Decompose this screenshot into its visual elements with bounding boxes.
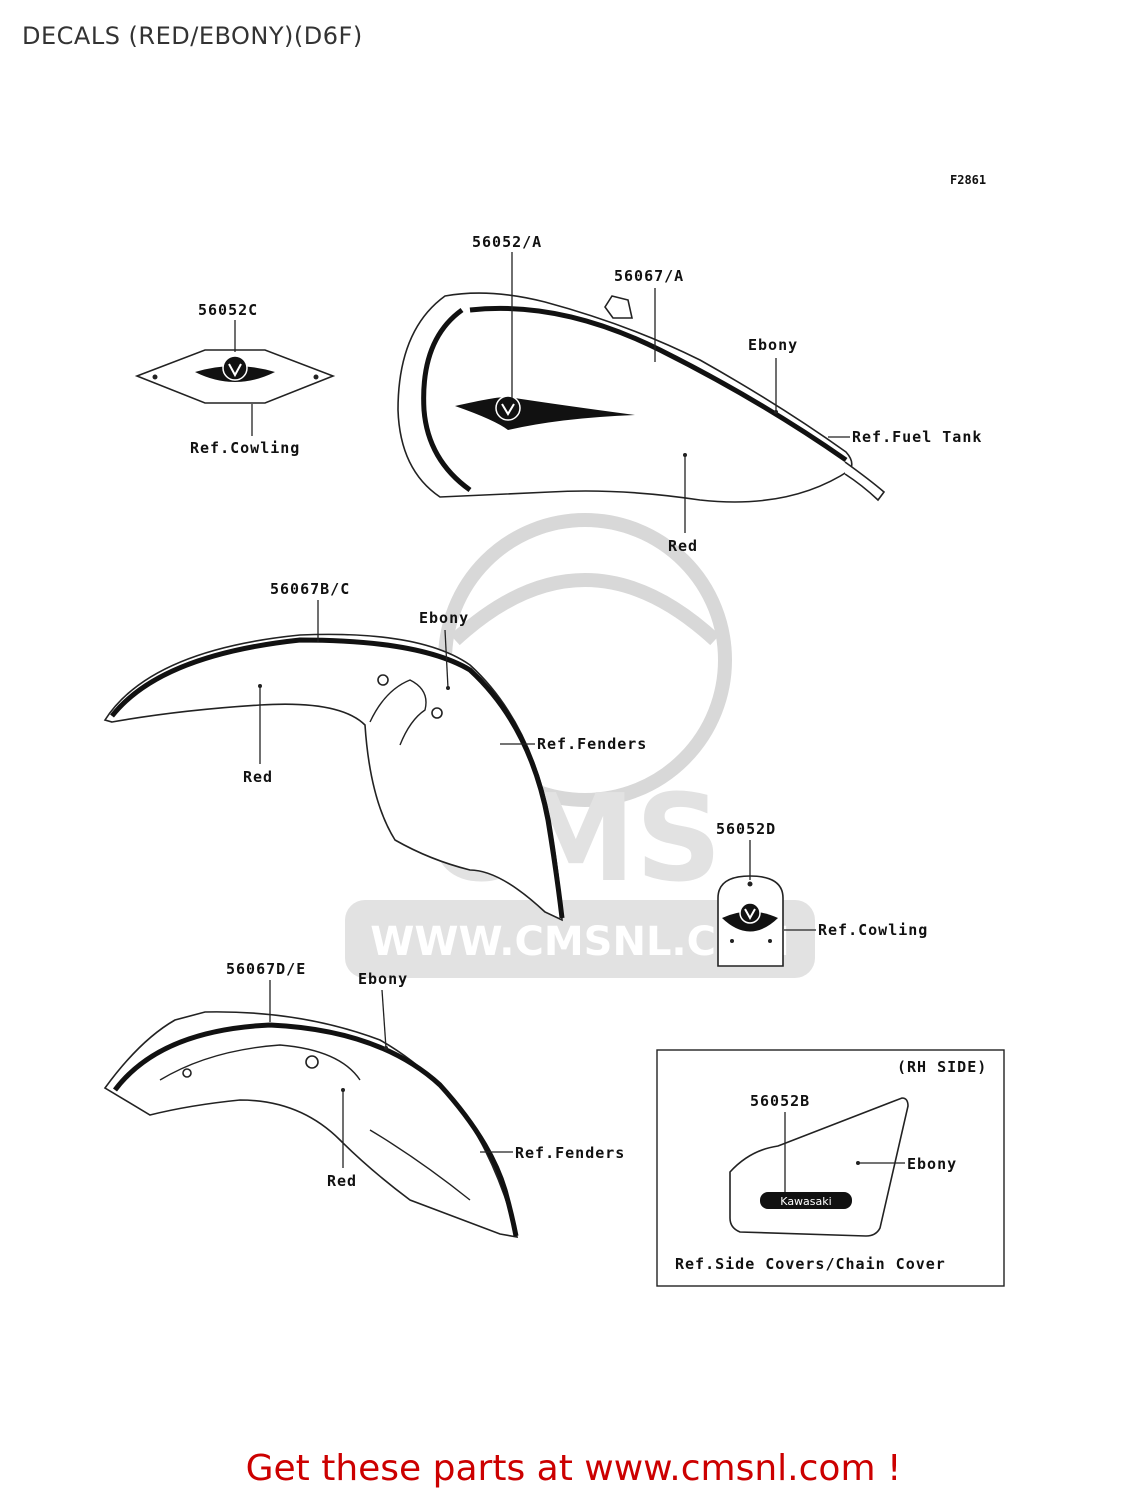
footer-link[interactable]: Get these parts at www.cmsnl.com ! bbox=[245, 1448, 902, 1489]
label-tank-red: Red bbox=[668, 537, 698, 555]
cowling-emblem-d bbox=[717, 875, 784, 967]
label-ref-fenders-rear: Ref.Fenders bbox=[515, 1144, 625, 1162]
label-rear-ebony: Ebony bbox=[358, 970, 408, 988]
label-56067a: 56067/A bbox=[614, 267, 684, 285]
label-rear-red: Red bbox=[327, 1172, 357, 1190]
cowling-emblem-c bbox=[134, 349, 336, 404]
page-title: DECALS (RED/EBONY)(D6F) bbox=[22, 22, 363, 50]
label-56052b: 56052B bbox=[750, 1092, 810, 1110]
rear-fender bbox=[103, 1011, 519, 1239]
label-ref-fenders-front: Ref.Fenders bbox=[537, 735, 647, 753]
front-fender bbox=[103, 633, 565, 922]
label-56052c: 56052C bbox=[198, 301, 258, 319]
label-56052a: 56052/A bbox=[472, 233, 542, 251]
watermark-banner bbox=[345, 900, 815, 978]
fuel-tank bbox=[397, 292, 886, 503]
side-cover: Kawasaki bbox=[729, 1097, 909, 1237]
label-56067de: 56067D/E bbox=[226, 960, 306, 978]
label-ref-fuel-tank: Ref.Fuel Tank bbox=[852, 428, 982, 446]
kawasaki-badge bbox=[760, 1192, 852, 1209]
label-front-ebony: Ebony bbox=[419, 609, 469, 627]
label-tank-ebony: Ebony bbox=[748, 336, 798, 354]
label-front-red: Red bbox=[243, 768, 273, 786]
label-ref-side-covers: Ref.Side Covers/Chain Cover bbox=[675, 1255, 946, 1273]
label-56067bc: 56067B/C bbox=[270, 580, 350, 598]
label-56052d: 56052D bbox=[716, 820, 776, 838]
label-ref-cowling-c: Ref.Cowling bbox=[190, 439, 300, 457]
label-side-ebony: Ebony bbox=[907, 1155, 957, 1173]
kawasaki-badge-text: Kawasaki bbox=[780, 1195, 831, 1208]
label-ref-cowling-d: Ref.Cowling bbox=[818, 921, 928, 939]
label-rh-side: (RH SIDE) bbox=[897, 1058, 987, 1076]
figure-code: F2861 bbox=[950, 173, 986, 187]
